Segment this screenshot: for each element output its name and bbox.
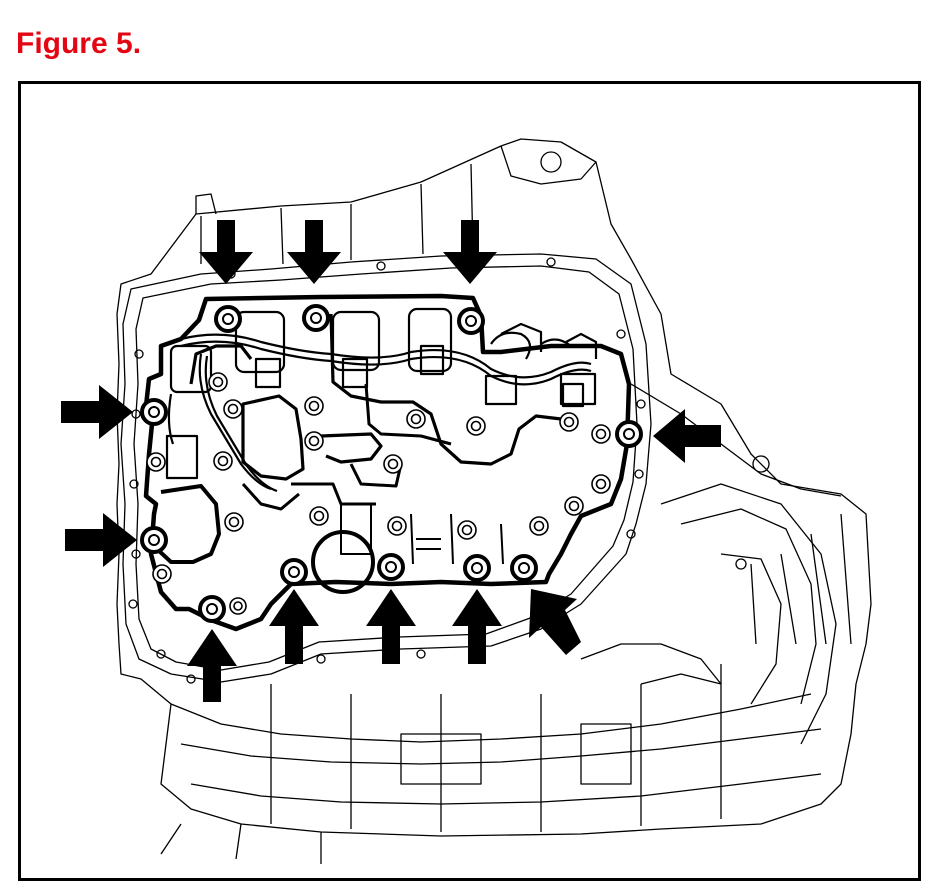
arrow-top-1 — [199, 220, 253, 284]
bolt-bottom-1 — [198, 595, 226, 623]
bolt-arrows — [61, 220, 721, 702]
bolt-top-1 — [214, 305, 242, 333]
bolt-left-1 — [140, 398, 168, 426]
transmission-housing — [116, 138, 872, 864]
arrow-bottom-5 — [529, 589, 581, 655]
arrow-bottom-2 — [269, 589, 319, 664]
valve-body-lower-lobe — [155, 484, 221, 564]
wiring-harness — [167, 331, 592, 493]
bolt-bottom-4 — [463, 554, 491, 582]
arrow-bottom-1 — [187, 629, 237, 702]
arrow-bottom-3 — [366, 589, 416, 664]
solenoid-blocks — [165, 307, 597, 480]
figure-title: Figure 5. — [16, 27, 142, 60]
case-outline — [116, 138, 872, 837]
bolt-top-3 — [457, 307, 485, 335]
bolt-bottom-2 — [280, 558, 308, 586]
accumulator-bore — [311, 530, 375, 594]
bolt-bottom-5 — [510, 554, 538, 582]
arrow-left-2 — [65, 513, 137, 567]
bolt-right-1 — [615, 420, 643, 448]
arrow-left-1 — [61, 385, 133, 439]
bolt-left-2 — [140, 526, 168, 554]
valve-body — [143, 293, 632, 632]
arrow-right-1 — [653, 409, 721, 463]
diagram-frame — [18, 81, 921, 881]
minor-bolts — [146, 372, 611, 615]
bolt-bottom-3 — [377, 553, 405, 581]
arrow-top-2 — [287, 220, 341, 284]
arrow-top-3 — [443, 220, 497, 284]
highlighted-bolts — [140, 304, 643, 623]
arrow-bottom-4 — [452, 589, 502, 664]
case-ear-hole — [540, 151, 562, 173]
bolt-top-2 — [302, 304, 330, 332]
transmission-diagram — [61, 138, 872, 864]
flange-bolt-holes — [128, 257, 646, 684]
